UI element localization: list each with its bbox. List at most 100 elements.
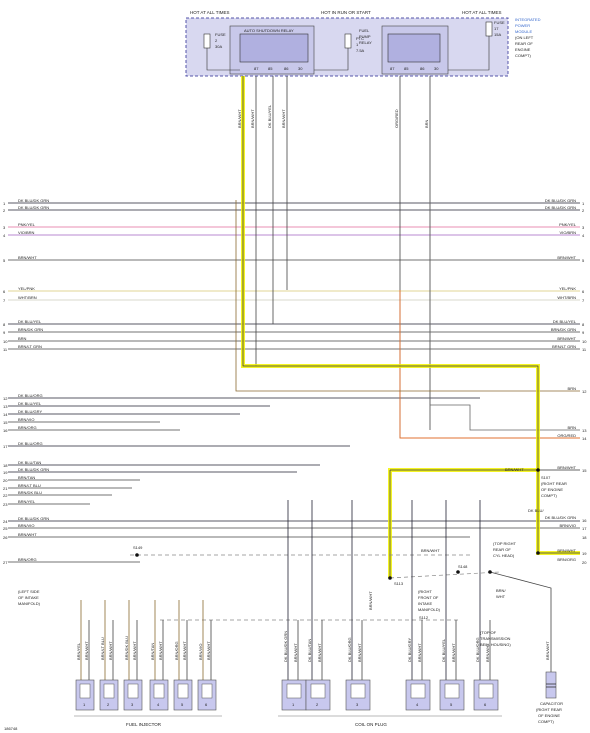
injector-number: 5 (181, 702, 184, 707)
left-wire-label: DK BLU/YEL (18, 401, 42, 406)
fuel-pump-relay-pins: 87 85 86 30 (390, 66, 439, 71)
left-wire-label: DK BLU/DK GRN (18, 198, 49, 203)
right-wire-label: DK BLU/YEL (553, 319, 577, 324)
right-wire-num: 20 (582, 560, 587, 565)
svg-text:COMPT): COMPT) (515, 53, 531, 58)
coil-on-plug-6: 6 (473, 679, 499, 711)
left-wire-num: 13 (3, 404, 8, 409)
svg-text:OF INTAKE: OF INTAKE (18, 595, 39, 600)
splice-dot (536, 551, 540, 555)
injector-wire-label: BRN/WHT (206, 641, 211, 660)
fuse-17-label: FUSE 17 15A (494, 20, 505, 37)
right-wire-label: ORG/RED (557, 433, 576, 438)
fuel-injector-3: 3 (123, 679, 143, 711)
left-wire-label: DK BLU/ORG (18, 393, 43, 398)
right-extra-label: DK BLU/ (528, 508, 544, 513)
injector-wire-label: BRN/WHT (132, 641, 137, 660)
svg-text:2: 2 (215, 38, 218, 43)
injector-wire-label: BRN/VIO (198, 644, 203, 660)
left-wire-label: YEL/PNK (18, 286, 35, 291)
splice-dot (456, 570, 460, 574)
svg-text:BELL HOUSING): BELL HOUSING) (480, 642, 511, 647)
right-wire-num: 9 (582, 330, 585, 335)
right-wire-label: YEL/PNK (559, 286, 576, 291)
left-wire-num: 10 (3, 339, 8, 344)
left-wire-label: BRN/VIO (18, 417, 34, 422)
right-wire-num: 10 (582, 339, 587, 344)
injector-number: 6 (205, 702, 208, 707)
svg-text:(TOP RIGHT: (TOP RIGHT (493, 541, 517, 546)
svg-text:15A: 15A (494, 32, 501, 37)
right-wire-label: PNK/YEL (559, 222, 577, 227)
svg-text:PTC: PTC (356, 36, 364, 41)
right-wire-num: 8 (582, 322, 585, 327)
left-wire-label: VIO/BRN (18, 230, 35, 235)
right-wire-label: BRN/WHT (557, 336, 576, 341)
injector-wire-label: BRN/TAN (150, 643, 155, 660)
right-wire-num: 12 (582, 389, 587, 394)
svg-text:COMPT): COMPT) (538, 719, 554, 724)
hot-all-times-right: HOT AT ALL TIMES (462, 10, 502, 15)
right-wire-num: 14 (582, 436, 587, 441)
svg-text:REAR OF: REAR OF (493, 547, 511, 552)
left-wire-label: BRN/YEL (18, 499, 36, 504)
module-label: INTEGRATED POWER MODULE (ON LEFT REAR OF… (515, 17, 541, 58)
splice-dot (488, 570, 492, 574)
svg-text:(RIGHT: (RIGHT (418, 589, 432, 594)
left-wire-label: BRN/LT BLU (18, 483, 41, 488)
left-wire-label: DK BLU/YEL (18, 319, 42, 324)
left-wire-num: 27 (3, 560, 8, 565)
injector-wire-label: BRN/DK BLU (124, 636, 129, 660)
s113-wire-label: BRN/WHT (368, 591, 373, 610)
injector-number: 4 (157, 702, 160, 707)
s107-wire-label: BRN/WHT (505, 467, 524, 472)
svg-text:85: 85 (404, 66, 409, 71)
coil-wire-label: DK BLU/ORG (475, 637, 480, 662)
injector-wire-label: BRN/WHT (182, 641, 187, 660)
left-wire-num: 5 (3, 258, 6, 263)
injector-wire-label: BRN/WHT (108, 641, 113, 660)
figure-id: 186748 (4, 726, 18, 731)
injector-wire-label: BRN/WHT (84, 641, 89, 660)
coil-number: 6 (484, 702, 487, 707)
fuse-2-symbol (203, 33, 211, 49)
coil-on-plug-2: 2 (305, 679, 331, 711)
svg-text:OF ENGINE: OF ENGINE (541, 487, 563, 492)
right-wire-num: 4 (582, 233, 585, 238)
svg-text:COMPT): COMPT) (541, 493, 557, 498)
svg-text:(LEFT SIDE: (LEFT SIDE (18, 589, 40, 594)
fuel-injector-4: 4 (149, 679, 169, 711)
left-wire-num: 12 (3, 396, 8, 401)
s148-label: S148 (458, 564, 468, 569)
svg-text:30A: 30A (215, 44, 222, 49)
fuel-injector-1: 1 (75, 679, 95, 711)
asd-relay-pins: 87 85 86 30 (254, 66, 303, 71)
svg-text:WHT: WHT (496, 594, 506, 599)
ipm-wire-label: BRN/WHT (237, 109, 242, 128)
left-wire-label: BRN/VIO (18, 523, 34, 528)
left-wire-num: 25 (3, 526, 8, 531)
splice-dot (135, 553, 139, 557)
left-wire-num: 8 (3, 322, 6, 327)
coil-number: 4 (416, 702, 419, 707)
fuel-injector-2: 2 (99, 679, 119, 711)
right-wire-label: BRN (568, 386, 577, 391)
svg-text:TRANSMISSION: TRANSMISSION (480, 636, 511, 641)
injector-wire-label: BRN/LT BLU (100, 637, 105, 660)
left-intake-note: (LEFT SIDE OF INTAKE MANIFOLD) (18, 589, 41, 606)
coil-wire-label: BRN/WHT (485, 643, 490, 662)
left-wire-num: 15 (3, 420, 8, 425)
right-wire-num: 16 (582, 518, 587, 523)
fuel-pump-relay-label: FUEL PUMP RELAY (359, 28, 372, 45)
svg-text:INTAKE: INTAKE (418, 601, 432, 606)
asd-relay-label: AUTO SHUTDOWN RELAY (244, 28, 294, 33)
left-wire-num: 23 (3, 502, 8, 507)
left-wire-label: BRN/DK BLU (18, 490, 42, 495)
asd-relay-coil (239, 33, 309, 63)
svg-text:30: 30 (298, 66, 303, 71)
right-wire-num: 2 (582, 208, 585, 213)
right-wire-num: 15 (582, 468, 587, 473)
splice-dot (536, 468, 540, 472)
svg-text:7.5A: 7.5A (356, 48, 365, 53)
